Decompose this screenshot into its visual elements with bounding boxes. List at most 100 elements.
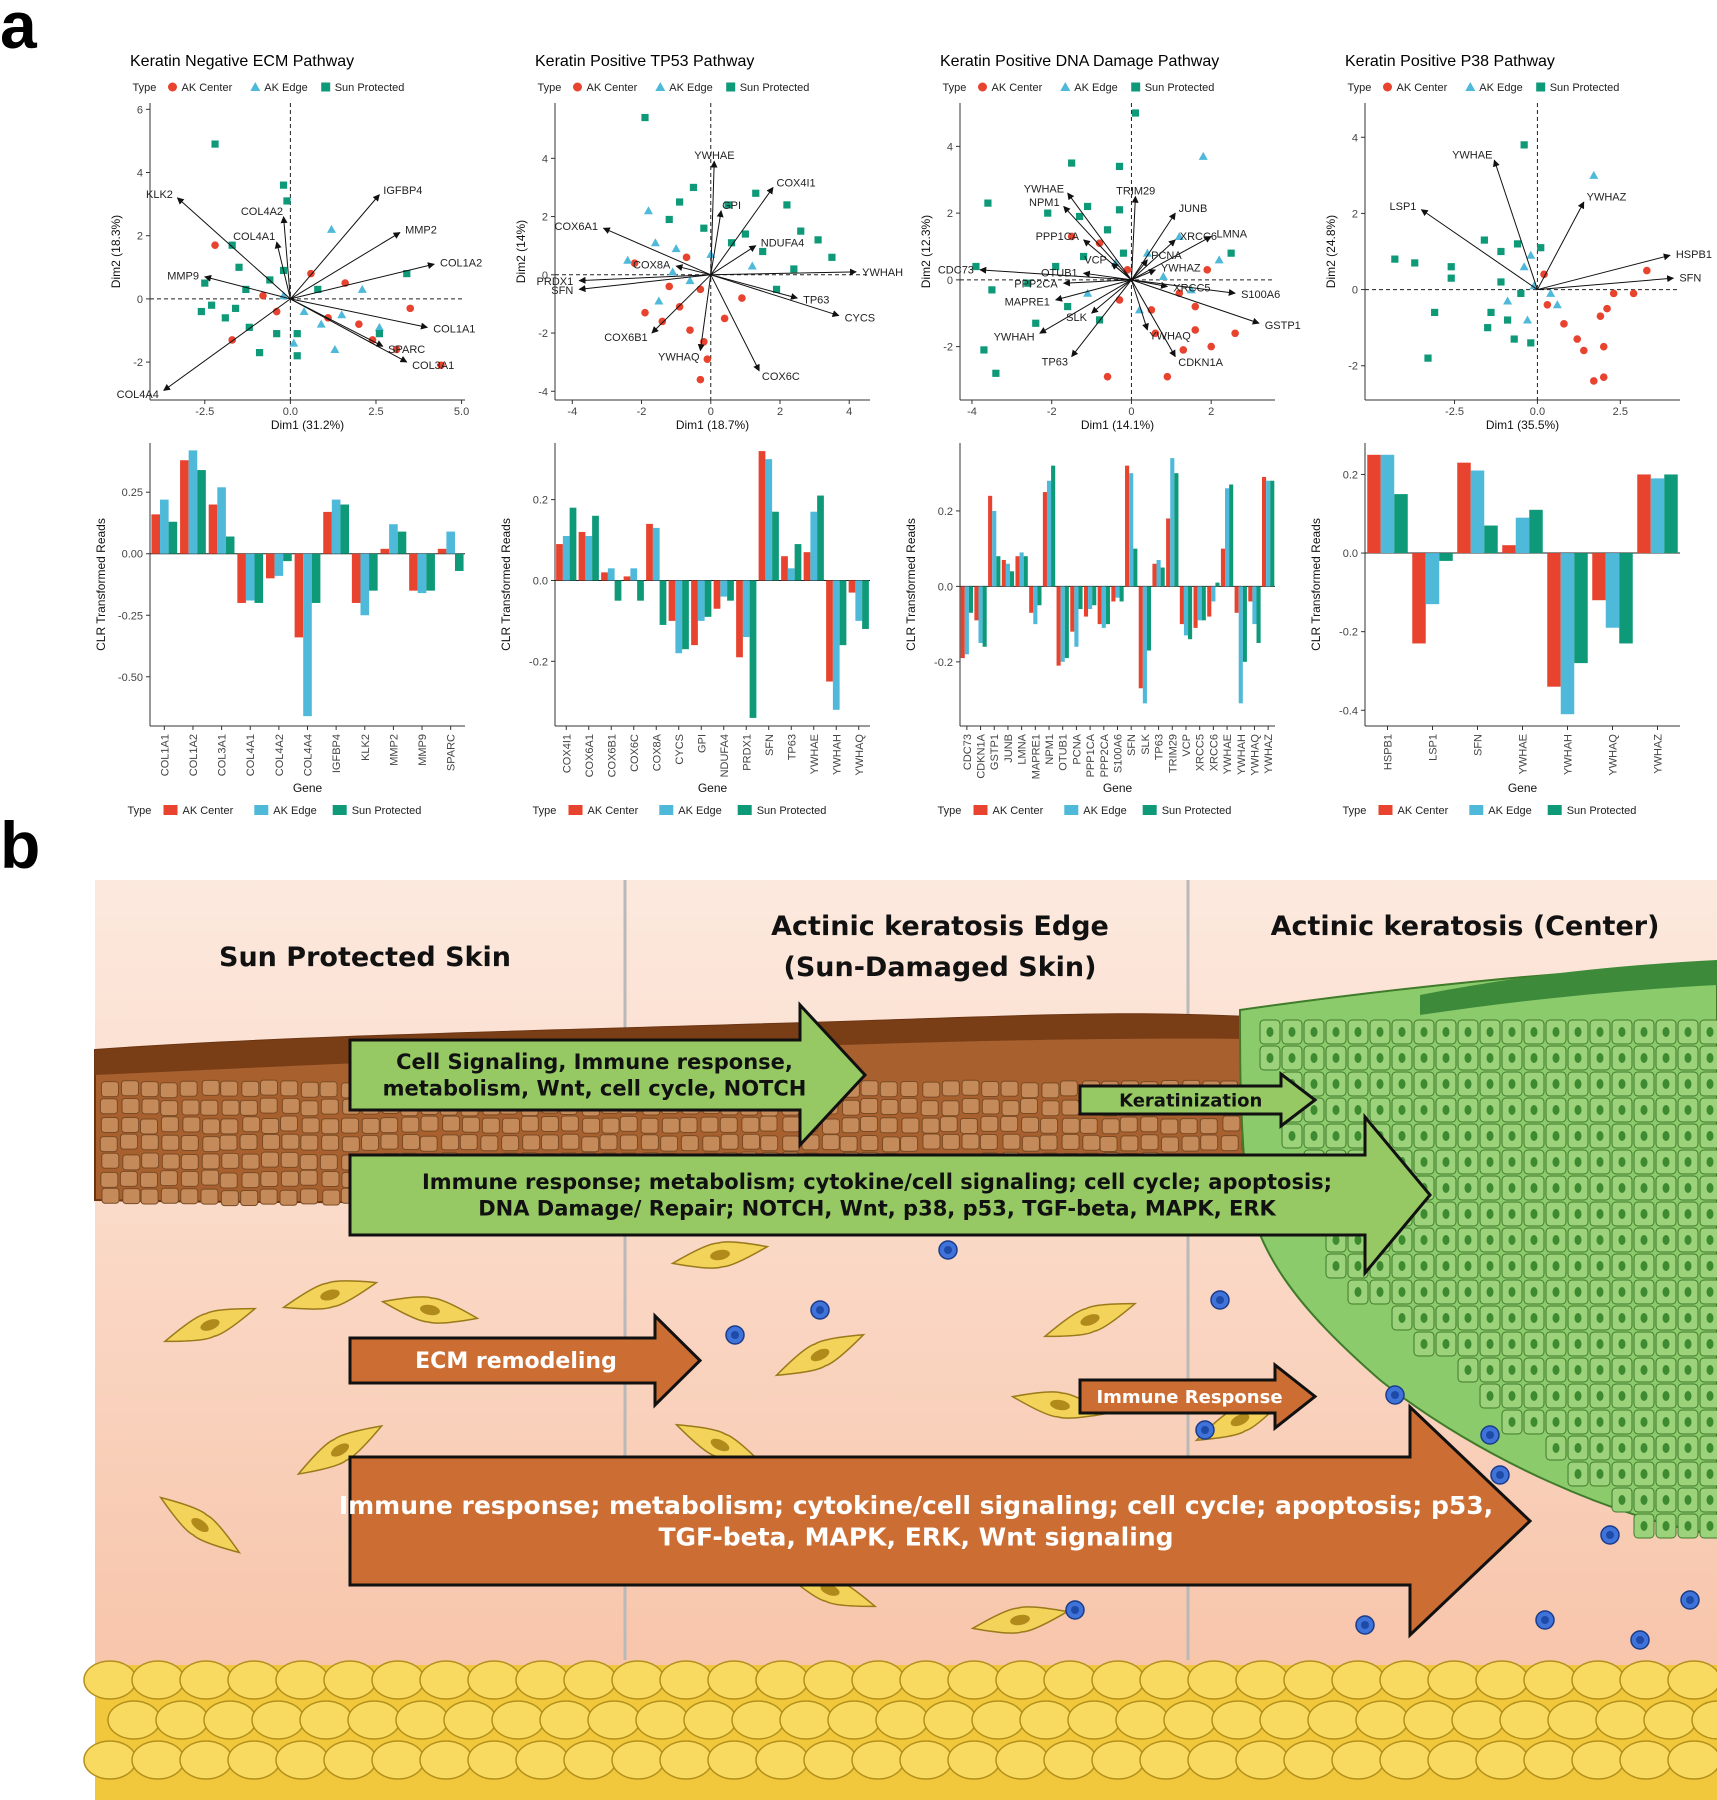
legend-label-ak-edge: AK Edge — [678, 805, 721, 817]
bar-ak-edge — [188, 450, 198, 554]
lesion-nucleus — [1442, 1157, 1450, 1167]
chart-title: Keratin Positive P38 Pathway — [1345, 53, 1555, 70]
arrow-keratinization-text-line-1: Keratinization — [1119, 1090, 1262, 1111]
fat-cell — [323, 1660, 377, 1700]
bar-ak-edge — [1046, 480, 1052, 587]
point-sun-protected — [1115, 162, 1124, 171]
point-sun-protected — [1080, 252, 1088, 261]
point-sun-protected — [790, 265, 798, 273]
bar-ak-edge — [1197, 586, 1202, 621]
y-tick-label: -0.2 — [529, 656, 548, 668]
point-sun-protected — [1503, 316, 1512, 324]
point-sun-protected — [231, 304, 240, 312]
lesion-nucleus — [1530, 1157, 1538, 1167]
lesion-nucleus — [1640, 1313, 1648, 1323]
legend-label-ak-center: AK Center — [183, 805, 234, 817]
point-sun-protected — [1103, 226, 1112, 234]
lesion-nucleus — [1552, 1183, 1560, 1193]
bar-ak-edge — [1033, 586, 1038, 625]
point-ak-edge — [1186, 285, 1196, 294]
bar-ak-center — [1637, 474, 1651, 554]
point-sun-protected — [242, 285, 250, 294]
bar-ak-center — [151, 514, 161, 554]
legend-key-ak-edge — [1469, 805, 1484, 815]
legend-label-sun-protected: Sun Protected — [352, 805, 422, 817]
epidermal-cell — [319, 1154, 338, 1171]
epidermal-cell — [702, 1135, 721, 1152]
loading-arrow — [979, 266, 1132, 281]
point-ak-edge — [706, 249, 716, 258]
epidermal-cell — [140, 1118, 159, 1135]
epidermal-cell — [920, 1100, 939, 1117]
lesion-nucleus — [1442, 1313, 1450, 1323]
loading-arrow — [1131, 236, 1212, 281]
loading-label: CDC73 — [938, 264, 974, 276]
fat-cell — [851, 1740, 905, 1780]
epidermal-cell — [879, 1117, 898, 1134]
epidermal-cell — [1020, 1082, 1039, 1099]
point-sun-protected — [689, 183, 698, 192]
immune-nucleus — [944, 1246, 952, 1254]
lesion-nucleus — [1508, 1131, 1516, 1141]
lesion-nucleus — [1684, 1235, 1692, 1245]
epidermal-cell — [241, 1153, 260, 1170]
lesion-nucleus — [1508, 1157, 1516, 1167]
y-tick-label: 0.0 — [1343, 548, 1358, 560]
epidermal-cell — [319, 1081, 338, 1098]
x-tick-label: JUNB — [1003, 734, 1015, 763]
lesion-nucleus — [1640, 1339, 1648, 1349]
lesion-nucleus — [1420, 1131, 1428, 1141]
point-ak-edge — [1083, 288, 1093, 297]
chart-title: Keratin Positive TP53 Pathway — [535, 53, 754, 70]
x-tick-label: YWHAH — [1563, 734, 1575, 775]
lesion-nucleus — [1464, 1209, 1472, 1219]
lesion-nucleus — [1508, 1053, 1516, 1063]
fibroblast — [281, 1280, 379, 1310]
legend-key-ak-edge — [254, 805, 269, 815]
bar-ak-center — [1193, 586, 1198, 628]
bar-ak-center — [1001, 559, 1006, 587]
x-tick-label: -4 — [567, 406, 577, 418]
lesion-nucleus — [1662, 1313, 1670, 1323]
lesion-nucleus — [1618, 1339, 1626, 1349]
x-tick-label: COL4A1 — [245, 734, 257, 776]
epidermal-cell — [99, 1136, 118, 1153]
lesion-nucleus — [1706, 1521, 1714, 1531]
x-tick-label: -2.5 — [1445, 406, 1464, 418]
loading-label: IGFBP4 — [383, 185, 422, 197]
lesion-nucleus — [1684, 1183, 1692, 1193]
loading-arrow — [290, 232, 401, 300]
lesion-nucleus — [1662, 1521, 1670, 1531]
lesion-nucleus — [1508, 1261, 1516, 1271]
lesion-nucleus — [1508, 1339, 1516, 1349]
bar-ak-edge — [810, 511, 818, 581]
epidermal-cell — [239, 1133, 258, 1150]
lesion-nucleus — [1662, 1079, 1670, 1089]
legend-key-sun-protected — [1547, 805, 1562, 815]
loading-label: YWHAH — [862, 267, 903, 279]
fat-cell — [803, 1740, 857, 1780]
arrow-cell-signaling-text-line-2: metabolism, Wnt, cell cycle, NOTCH — [383, 1076, 807, 1100]
fat-cell — [851, 1660, 905, 1700]
point-sun-protected — [1227, 249, 1235, 257]
epidermal-cell — [280, 1151, 299, 1168]
point-ak-center — [437, 361, 445, 370]
point-sun-protected — [1032, 319, 1040, 327]
lesion-nucleus — [1530, 1209, 1538, 1219]
legend-key-ak-edge — [1465, 82, 1476, 91]
epidermal-cell — [201, 1079, 220, 1096]
lesion-nucleus — [1706, 1157, 1714, 1167]
lesion-nucleus — [1706, 1235, 1714, 1245]
y-tick-label: 4 — [542, 153, 548, 165]
fat-cell — [1595, 1700, 1649, 1740]
lesion-nucleus — [1662, 1261, 1670, 1271]
lesion-nucleus — [1420, 1261, 1428, 1271]
loading-arrow — [1536, 201, 1585, 290]
legend-title: Type — [538, 82, 562, 94]
epidermal-cell — [842, 1099, 861, 1116]
loading-label: TP63 — [803, 295, 829, 307]
fat-cell — [1667, 1660, 1717, 1700]
fat-cell — [779, 1700, 833, 1740]
x-tick-label: TRIM29 — [1167, 734, 1179, 773]
